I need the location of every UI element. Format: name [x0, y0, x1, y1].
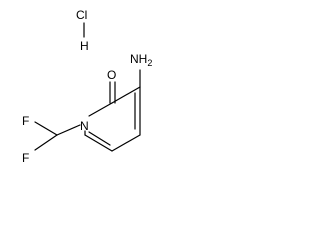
amino-nh-text: NH: [130, 52, 147, 66]
amino-atom-label: NH2: [130, 52, 152, 68]
amino-group: NH2: [130, 52, 152, 88]
hydrogen-atom-label: H: [80, 39, 89, 53]
amino-subscript: 2: [147, 58, 152, 68]
ring-bond-c5-c6-inner: [88, 131, 111, 146]
ring-nitrogen-atom-label: N: [80, 119, 89, 133]
n1-cf2-bond: [56, 124, 81, 136]
chlorine-atom-label: Cl: [76, 8, 87, 22]
fluorine-upper-atom-label: F: [22, 114, 29, 128]
hydrochloride-salt: Cl H: [76, 8, 89, 53]
ring-bond-c5-c6: [84, 134, 113, 152]
chemical-structure-diagram: Cl H O NH2 N F F: [22, 8, 152, 165]
ring-bond-n1-c2: [88, 102, 113, 117]
cf2-f-upper-bond: [34, 121, 58, 136]
pyridinone-ring: [84, 86, 141, 152]
ring-bond-c2-c3: [111, 86, 141, 104]
oxygen-atom-label: O: [107, 68, 116, 82]
ring-bond-c4-c5: [111, 134, 141, 152]
carbonyl-group: O: [107, 68, 116, 104]
difluoromethyl-group: F F: [22, 114, 81, 165]
fluorine-lower-atom-label: F: [22, 151, 29, 165]
cf2-f-lower-bond: [34, 134, 58, 151]
